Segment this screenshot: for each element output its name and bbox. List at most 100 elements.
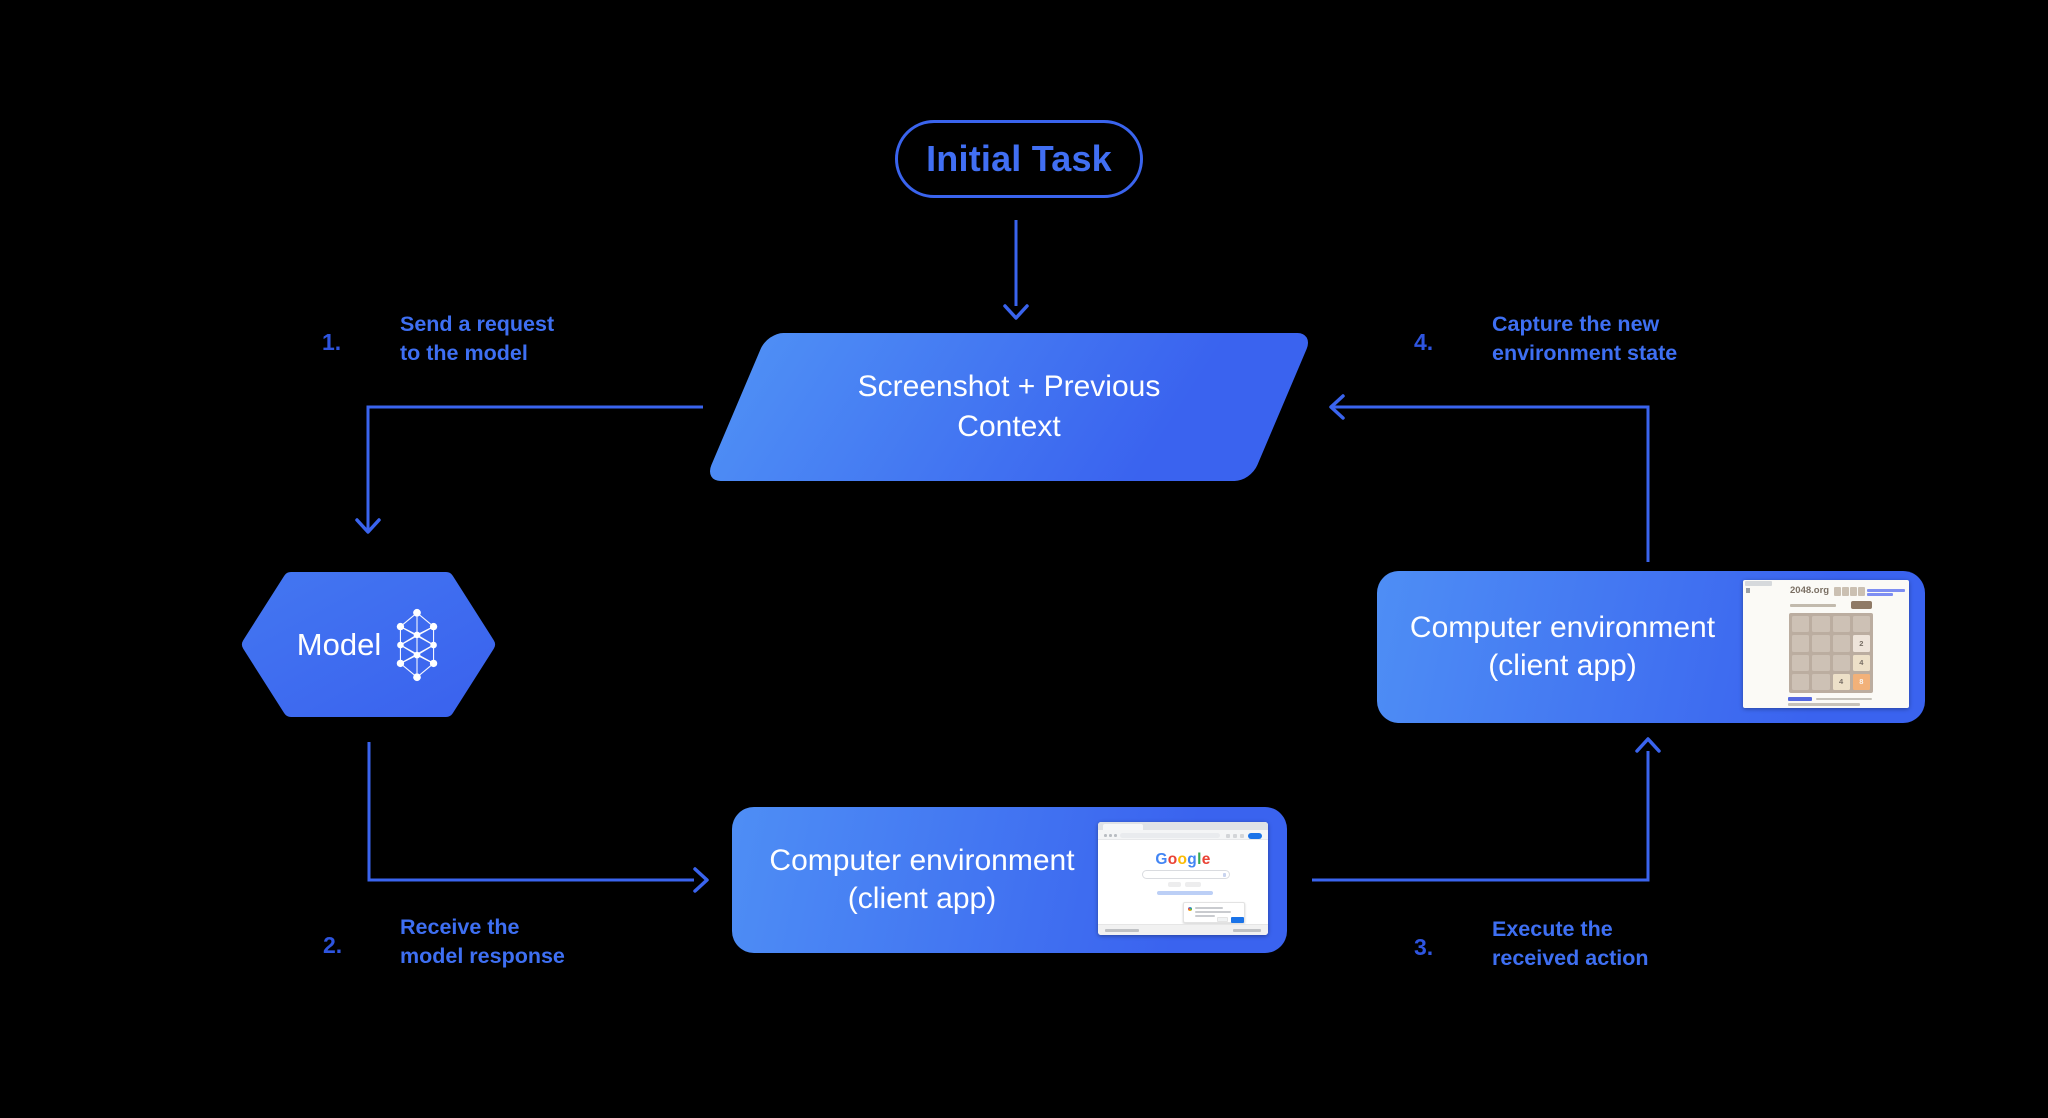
initial-task-label: Initial Task bbox=[926, 138, 1112, 179]
favicon bbox=[1746, 588, 1750, 593]
dialog-text-line bbox=[1195, 907, 1223, 910]
bottom-text bbox=[1816, 697, 1872, 700]
consent-dialog bbox=[1183, 902, 1245, 923]
google-g-icon bbox=[1188, 907, 1192, 911]
grid-cell bbox=[1792, 616, 1810, 633]
forward-icon bbox=[1109, 834, 1112, 837]
google-logo-letter: G bbox=[1155, 851, 1168, 868]
grid-cell bbox=[1832, 616, 1850, 633]
dialog-text-line bbox=[1195, 914, 1215, 917]
bottom-link bbox=[1788, 697, 1812, 701]
step-4-line1: Capture the new bbox=[1492, 312, 1660, 336]
grid-cell bbox=[1792, 654, 1810, 671]
address-bar bbox=[1120, 832, 1220, 838]
arrow-environment-to-environment bbox=[1312, 737, 1661, 882]
screenshot-context-label: Screenshot + Previous Context bbox=[736, 333, 1282, 481]
grid-cell bbox=[1812, 616, 1830, 633]
environment-right-label: Computer environment (client app) bbox=[1385, 571, 1740, 723]
google-logo-letter: o bbox=[1177, 851, 1188, 868]
tile-4: 4 bbox=[1852, 654, 1870, 671]
arrow-task-to-context bbox=[1003, 220, 1029, 320]
model-label: Model bbox=[296, 626, 382, 662]
back-icon bbox=[1104, 834, 1107, 837]
browser-tab bbox=[1103, 824, 1143, 830]
step-1-label: Send a request to the model bbox=[400, 310, 554, 368]
subtitle-text bbox=[1790, 604, 1836, 607]
google-logo: Google bbox=[1098, 851, 1268, 869]
screenshot-context-line1: Screenshot + Previous bbox=[857, 370, 1161, 403]
step-2-label: Receive the model response bbox=[400, 913, 565, 971]
grid-cell bbox=[1812, 673, 1830, 690]
top-link bbox=[1867, 593, 1893, 596]
grid-cell bbox=[1792, 635, 1810, 652]
score-box bbox=[1834, 587, 1841, 596]
arrow-environment-to-context bbox=[1329, 394, 1650, 562]
step-2-line1: Receive the bbox=[400, 915, 520, 939]
top-link bbox=[1867, 589, 1905, 592]
bookmark-icon bbox=[1226, 833, 1230, 838]
environment-bottom-label: Computer environment (client app) bbox=[742, 807, 1102, 953]
step-1-line2: to the model bbox=[400, 341, 528, 365]
sign-in-button bbox=[1248, 832, 1262, 839]
search-input bbox=[1142, 870, 1230, 879]
score-box bbox=[1842, 587, 1849, 596]
screenshot-context-line2: Context bbox=[957, 410, 1061, 443]
game-2048-screenshot: 2048.org 2 4 4 8 bbox=[1743, 580, 1909, 708]
step-1-line1: Send a request bbox=[400, 312, 555, 336]
google-footer bbox=[1098, 924, 1268, 935]
new-game-button bbox=[1851, 601, 1872, 609]
score-box bbox=[1850, 587, 1857, 596]
google-browser-screenshot: Google bbox=[1098, 822, 1268, 935]
google-logo-letter: o bbox=[1167, 851, 1178, 868]
step-2-number: 2. bbox=[323, 932, 343, 958]
score-box bbox=[1858, 587, 1865, 596]
extensions-icon bbox=[1240, 833, 1244, 838]
environment-bottom-line1: Computer environment bbox=[769, 844, 1075, 877]
mic-icon bbox=[1223, 873, 1226, 877]
browser-tab-strip bbox=[1098, 822, 1268, 830]
grid-cell bbox=[1832, 635, 1850, 652]
bottom-text bbox=[1788, 703, 1860, 706]
grid-cell bbox=[1832, 654, 1850, 671]
model-node-content: Model bbox=[240, 572, 497, 717]
footer-links-right bbox=[1233, 929, 1261, 932]
browser-tab bbox=[1745, 581, 1772, 586]
arrow-model-to-environment bbox=[367, 742, 709, 893]
tile-8: 8 bbox=[1852, 673, 1870, 690]
menu-icon bbox=[1233, 833, 1237, 838]
step-3-line1: Execute the bbox=[1492, 917, 1613, 941]
step-3-number: 3. bbox=[1414, 934, 1434, 960]
arrow-context-to-model bbox=[355, 405, 703, 534]
step-4-number: 4. bbox=[1414, 329, 1434, 355]
reload-icon bbox=[1114, 834, 1117, 837]
grid-cell bbox=[1852, 616, 1870, 633]
environment-right-line1: Computer environment bbox=[1409, 611, 1716, 644]
google-logo-letter: e bbox=[1201, 851, 1211, 868]
feeling-lucky-button bbox=[1185, 882, 1201, 887]
step-1-number: 1. bbox=[322, 329, 342, 355]
step-3-label: Execute the received action bbox=[1492, 915, 1649, 973]
grid-cell bbox=[1812, 654, 1830, 671]
game-grid: 2 4 4 8 bbox=[1789, 613, 1873, 693]
site-title: 2048.org bbox=[1790, 585, 1830, 596]
google-logo-letter: g bbox=[1187, 851, 1198, 868]
footer-links-left bbox=[1105, 929, 1139, 932]
dialog-secondary-button bbox=[1217, 917, 1228, 922]
grid-cell bbox=[1812, 635, 1830, 652]
environment-bottom-line2: (client app) bbox=[847, 882, 997, 915]
neural-network-icon bbox=[396, 608, 438, 681]
dialog-primary-button bbox=[1230, 917, 1244, 923]
tile-2: 2 bbox=[1852, 635, 1870, 652]
step-2-line2: model response bbox=[400, 944, 565, 968]
dialog-text-line bbox=[1195, 911, 1231, 914]
step-4-label: Capture the new environment state bbox=[1492, 310, 1677, 368]
language-link bbox=[1157, 891, 1213, 895]
google-search-button bbox=[1168, 882, 1181, 887]
google-logo-letter: l bbox=[1197, 851, 1202, 868]
grid-cell bbox=[1792, 673, 1810, 690]
model-node bbox=[242, 572, 495, 717]
initial-task-node: Initial Task bbox=[895, 120, 1143, 198]
environment-right-line2: (client app) bbox=[1488, 649, 1637, 682]
tile-4: 4 bbox=[1832, 673, 1850, 690]
